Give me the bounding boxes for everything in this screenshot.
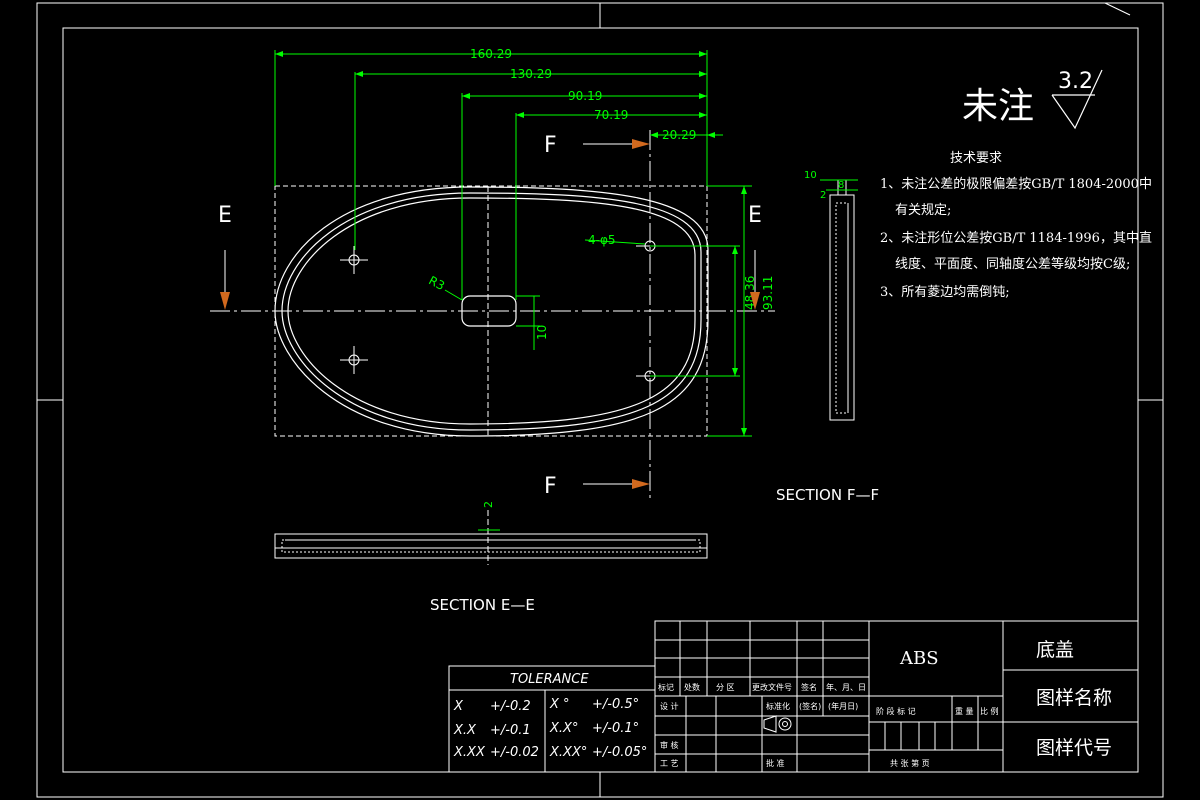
part-name: 底盖 [1036,639,1074,661]
center-slot [461,295,517,327]
tech-item3-line1: 3、所有菱边均需倒钝; [880,285,1010,300]
dimension-lines [274,50,752,437]
tb-hdr-count: 处数 [684,682,700,692]
tech-item1-line2: 有关规定; [895,203,951,218]
label-e-right: E [748,203,762,228]
tol-r2-v1: +/-0.02 [490,745,539,760]
plan-view [210,130,775,500]
tb-check: 审 核 [660,740,679,750]
dim-70-19: 70.19 [594,108,628,122]
tech-requirements: 技术要求 1、未注公差的极限偏差按GB/T 1804-2000中 有关规定; 2… [880,151,1152,300]
tol-r1-v2: +/-0.1° [592,721,639,736]
tol-r0-v1: +/-0.2 [490,699,531,714]
material: ABS [899,648,939,669]
tol-r2-k1: X.XX [453,745,486,760]
label-e-left: E [218,203,232,228]
drawing-name-label: 图样名称 [1036,687,1112,709]
tb-total: 共 张 第 页 [890,758,930,768]
tol-r1-v1: +/-0.1 [490,723,531,738]
dim-20-29: 20.29 [662,128,696,142]
tb-hdr-file: 更改文件号 [752,682,792,692]
projection-symbol [763,715,792,733]
ee-dim-2: 2 [482,501,495,508]
tb-approve: 批 准 [766,758,785,768]
tol-r0-k1: X [453,699,464,714]
tb-standardize: 标准化 [766,701,790,711]
tb-design: 设 计 [660,701,679,711]
drawing-code-label: 图样代号 [1036,737,1112,759]
ff-dim-10: 10 [804,170,817,181]
tb-hdr-mark: 标记 [658,682,674,692]
surface-roughness-note: 未注 3.2 [962,69,1103,130]
tb-hdr-date: 年、月、日 [826,682,866,692]
title-block-grid [654,620,1139,773]
ff-dim-8: 8 [838,180,844,191]
dimension-texts: 160.29 130.29 90.19 70.19 20.29 4-φ5 R3 … [426,47,775,340]
section-ff-dims: 10 8 2 [804,170,858,201]
tb-scale: 比 例 [980,706,999,716]
roughness-value: 3.2 [1058,69,1093,94]
title-block-texts: 标记 处数 分 区 更改文件号 签名 年、月、日 设 计 标准化 (签名) (年… [658,682,999,768]
section-ff-title: SECTION F—F [776,486,879,504]
tol-r2-k2: X.XX° [549,745,587,760]
tol-r2-v2: +/-0.05° [592,745,647,760]
tb-process: 工 艺 [660,759,679,768]
label-f-bottom: F [544,474,557,499]
tb-hdr-sign: 签名 [801,682,817,692]
dim-90-19: 90.19 [568,89,602,103]
tech-item2-line1: 2、未注形位公差按GB/T 1184-1996，其中直 [880,231,1152,246]
section-ff [829,180,855,421]
dim-holes: 4-φ5 [588,233,616,247]
tol-r0-v2: +/-0.5° [592,697,639,712]
roughness-label: 未注 [962,86,1034,127]
section-ee [274,510,708,565]
ff-dim-2: 2 [820,190,826,201]
tolerance-title: TOLERANCE [510,672,589,687]
section-markers: E E F F [218,133,762,499]
dimension-arrows [275,51,747,436]
tolerance-texts: TOLERANCE X +/-0.2 X ° +/-0.5° X.X +/-0.… [453,672,647,760]
tb-hdr-zone: 分 区 [716,683,735,692]
label-f-top: F [544,133,557,158]
tol-r1-k1: X.X [453,723,477,738]
section-ee-title: SECTION E—E [430,596,535,614]
dim-130-29: 130.29 [510,67,552,81]
tech-item1-line1: 1、未注公差的极限偏差按GB/T 1804-2000中 [880,176,1152,192]
tb-stage: 阶 段 标 记 [876,706,916,716]
body-outline [274,186,709,437]
tech-title: 技术要求 [950,151,1002,166]
tb-sign: (签名) [799,701,821,711]
dim-slot: 10 [535,325,549,340]
tech-item2-line2: 线度、平面度、同轴度公差等级均按C级; [895,256,1130,272]
tol-r0-k2: X ° [549,697,570,712]
dim-160-29: 160.29 [470,47,512,61]
tol-r1-k2: X.X° [549,721,578,736]
dim-93-11: 93.11 [761,276,775,310]
tb-weight: 重 量 [955,706,974,716]
tb-date: (年月日) [828,701,858,711]
roughness-symbol [1051,69,1103,130]
dim-radius: R3 [426,273,447,293]
